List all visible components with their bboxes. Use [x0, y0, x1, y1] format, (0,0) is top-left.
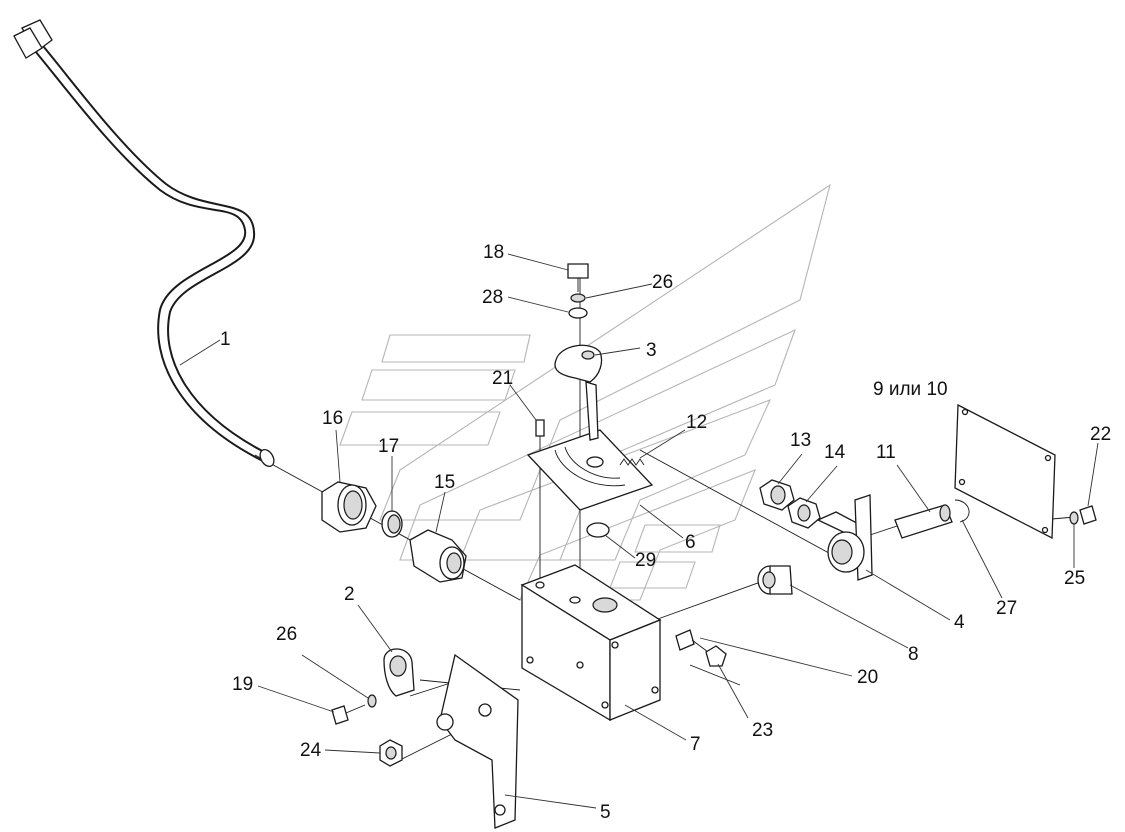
callout-12: 12 — [686, 412, 707, 433]
bolt-part-19 — [331, 704, 366, 725]
callout-2: 2 — [344, 584, 355, 605]
spring-part-12 — [619, 458, 645, 466]
nut-part-14 — [787, 497, 821, 529]
callout-21: 21 — [492, 368, 513, 389]
callout-13: 13 — [790, 430, 811, 451]
callout-22: 22 — [1090, 424, 1111, 445]
callout-20: 20 — [857, 667, 878, 688]
callout-26-bottom: 26 — [276, 624, 297, 645]
bolt-part-20 — [675, 629, 709, 653]
bracket-part-4 — [816, 494, 873, 581]
callout-6: 6 — [685, 532, 696, 553]
washer-part-25 — [1069, 511, 1079, 525]
lever-part-3 — [554, 344, 603, 441]
callout-17: 17 — [378, 436, 399, 457]
callout-18: 18 — [483, 242, 504, 263]
callout-24: 24 — [300, 740, 322, 761]
ring-part-17 — [381, 510, 403, 538]
callout-27: 27 — [996, 598, 1017, 619]
callout-3: 3 — [646, 340, 657, 361]
callout-15: 15 — [434, 472, 455, 493]
callout-9-10: 9 или 10 — [873, 379, 948, 400]
clip-part-27 — [954, 499, 970, 523]
hose-part-1 — [13, 19, 275, 468]
callout-11: 11 — [876, 442, 896, 463]
shaft-part-11 — [894, 504, 953, 539]
callout-25: 25 — [1064, 568, 1085, 589]
callout-1: 1 — [220, 329, 231, 350]
callout-19: 19 — [232, 674, 253, 695]
callout-16: 16 — [322, 408, 343, 429]
scale-plate-part-6 — [526, 429, 654, 511]
callout-29: 29 — [635, 550, 656, 571]
pin-part-21 — [535, 419, 545, 437]
callout-26-top: 26 — [652, 272, 673, 293]
clamp-part-2 — [383, 648, 415, 697]
callout-labels: 1 2 3 4 5 6 7 8 9 или 10 11 12 13 14 15 … — [220, 242, 1111, 823]
nut-part-16 — [321, 481, 377, 533]
callout-5: 5 — [600, 802, 611, 823]
fitting-part-15 — [409, 529, 467, 583]
oring-part-29 — [586, 522, 610, 538]
washer-part-28 — [568, 307, 588, 319]
nut-part-23 — [705, 645, 727, 667]
callout-7: 7 — [690, 734, 701, 755]
washer-part-26-top — [570, 293, 586, 303]
screw-part-22 — [1079, 505, 1097, 525]
leader-lines — [179, 253, 1099, 809]
bolt-part-18 — [567, 263, 589, 292]
callout-23: 23 — [752, 720, 773, 741]
valve-block-part-7 — [520, 564, 662, 722]
cover-plate-part-9-10 — [954, 403, 1056, 540]
bracket-plate-part-5 — [436, 653, 519, 829]
nut-part-24 — [379, 739, 403, 767]
watermark-logo — [339, 183, 831, 601]
callout-14: 14 — [824, 442, 846, 463]
nut-part-13 — [759, 479, 795, 511]
bushing-part-8 — [757, 565, 793, 595]
callout-8: 8 — [908, 644, 919, 665]
assembly-axis-lines — [254, 275, 1076, 761]
washer-part-26-bottom — [367, 694, 377, 708]
callout-28: 28 — [482, 287, 503, 308]
callout-4: 4 — [954, 612, 965, 633]
